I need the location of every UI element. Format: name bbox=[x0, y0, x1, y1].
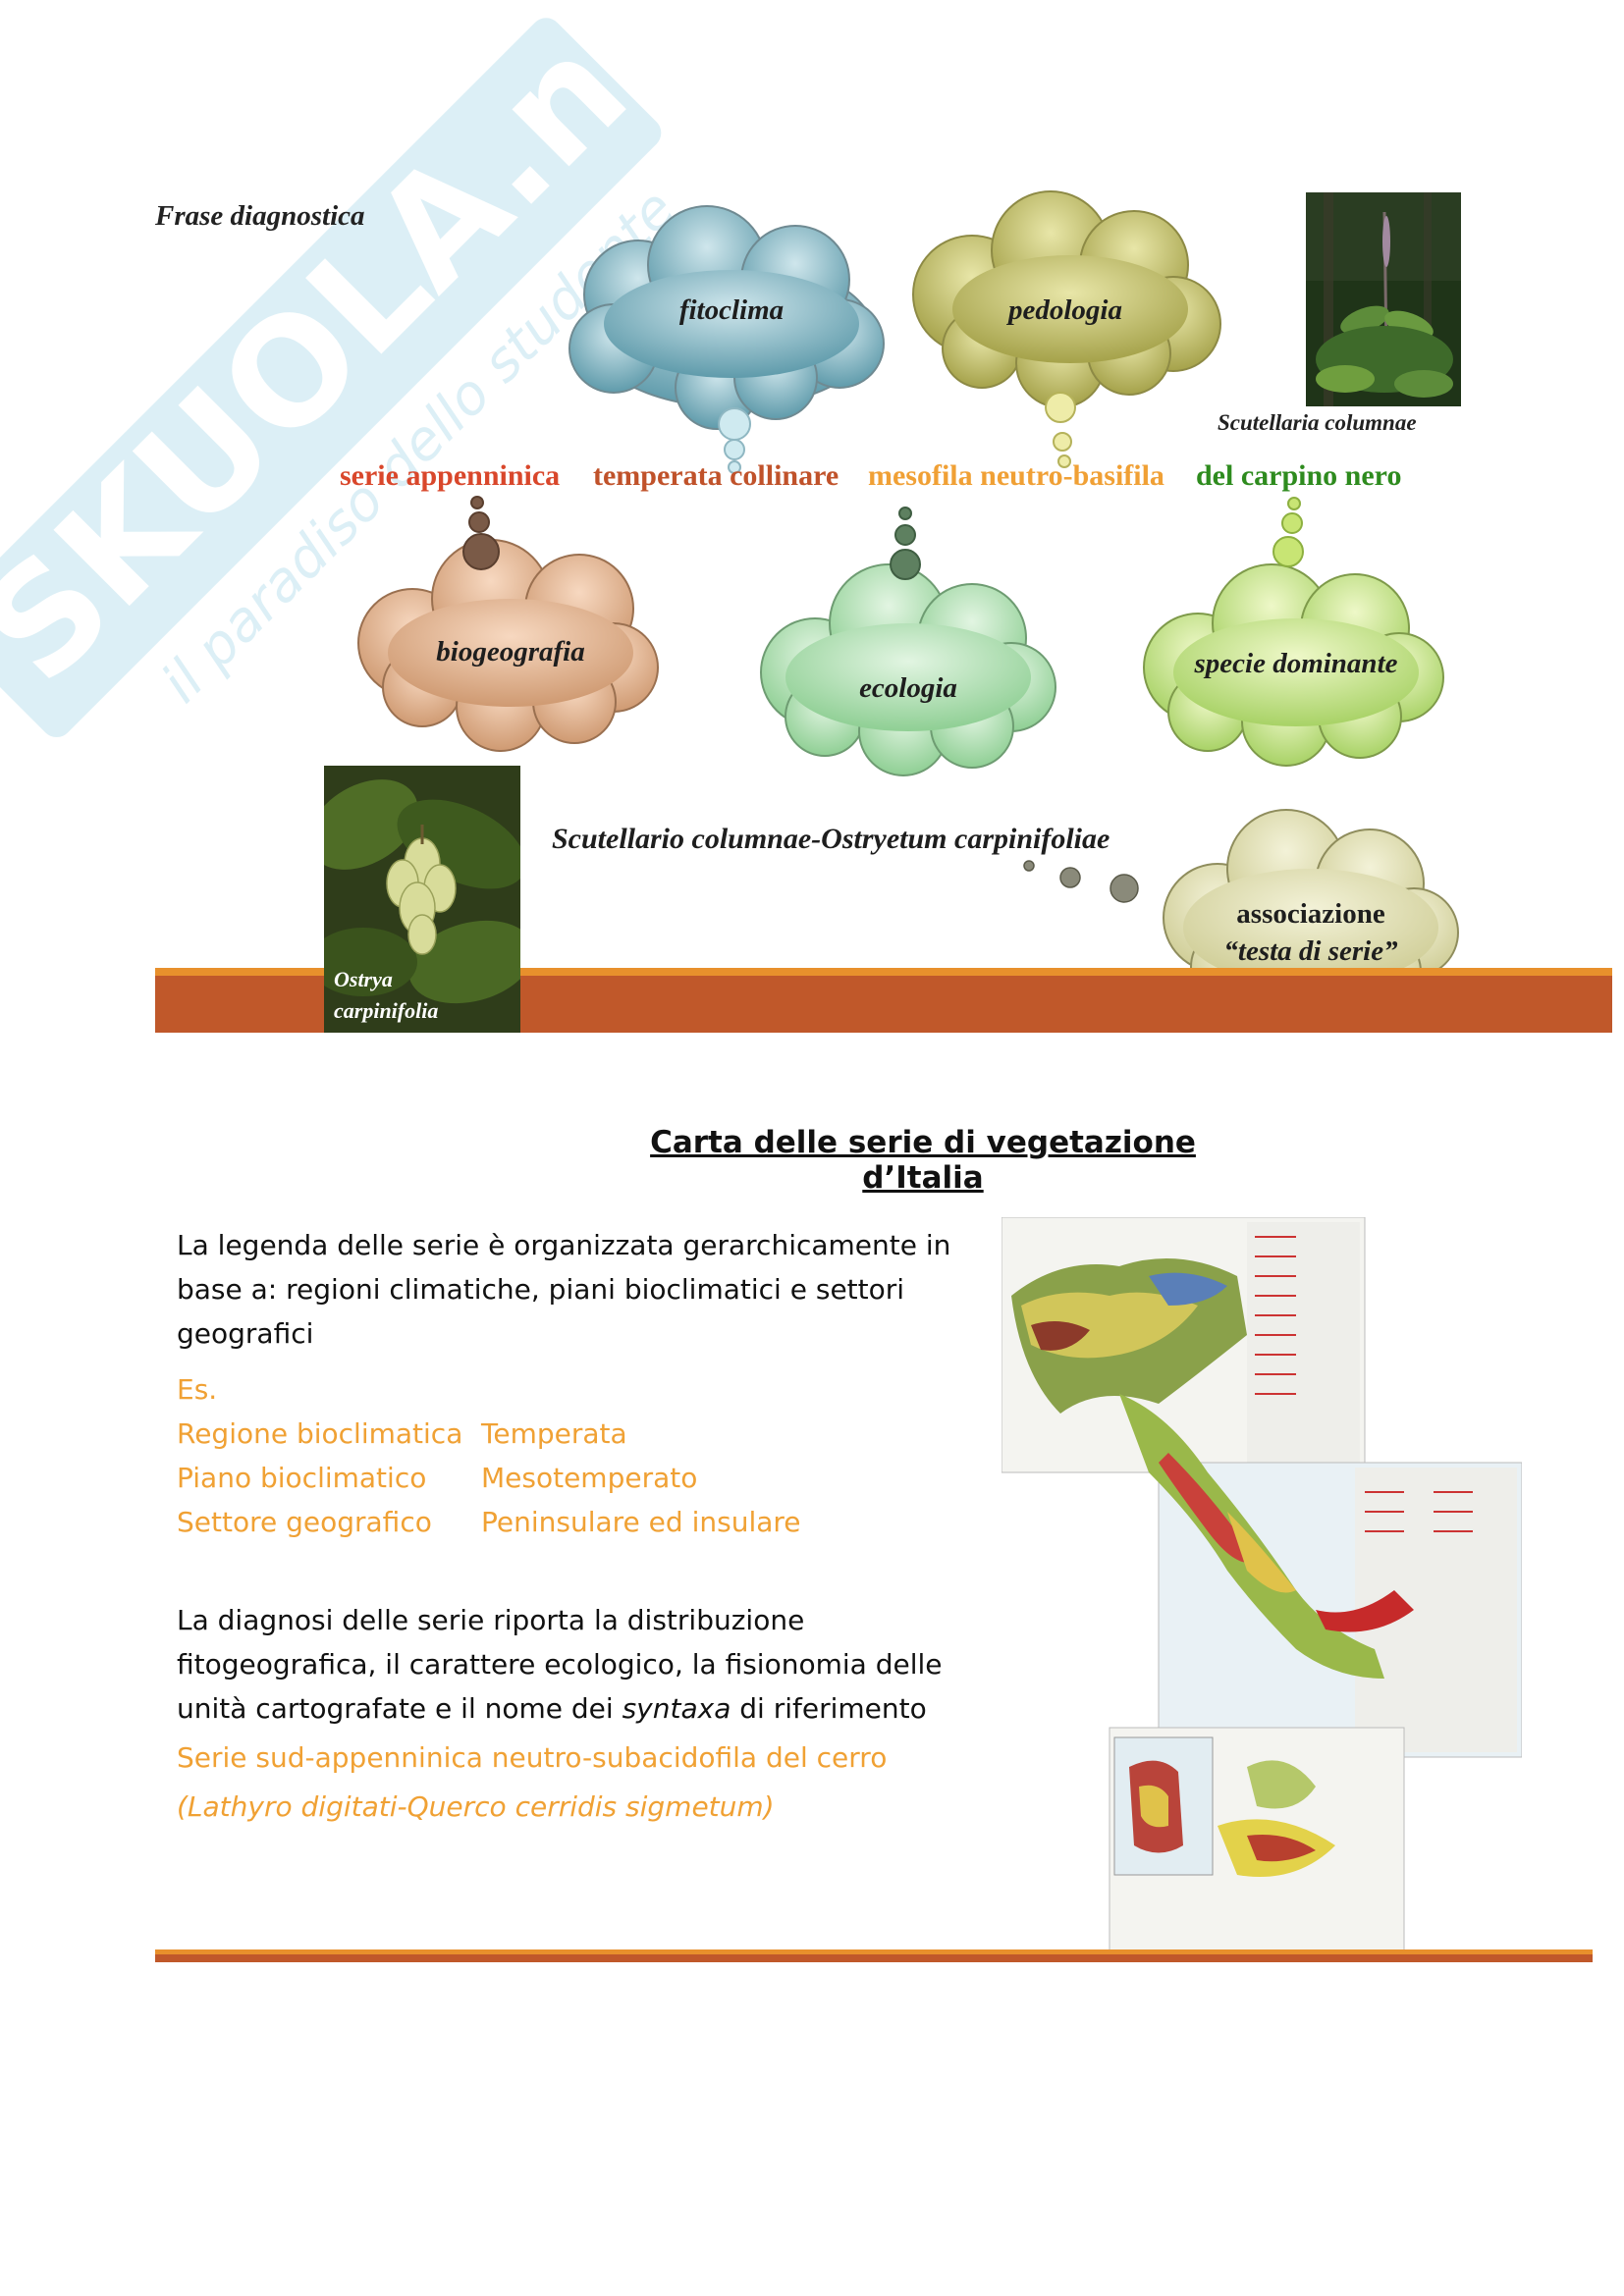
cloud-label-fitoclima: fitoclima bbox=[678, 294, 785, 326]
slide2-band bbox=[155, 1954, 1593, 1962]
example-label: Es. bbox=[177, 1373, 218, 1406]
para2-line3: unità cartografate e il nome dei syntaxa… bbox=[177, 1686, 943, 1731]
slide2-title: Carta delle serie di vegetazione d’Itali… bbox=[650, 1125, 1196, 1196]
slide1-heading: Frase diagnostica bbox=[155, 200, 365, 232]
phrase-temperata-collinare: temperata collinare bbox=[593, 459, 839, 492]
association-name: Scutellario columnae-Ostryetum carpinifo… bbox=[552, 823, 1110, 855]
example2-line1: Serie sud-appenninica neutro-subacidofil… bbox=[177, 1741, 888, 1774]
phrase-del-carpino-nero: del carpino nero bbox=[1196, 459, 1402, 492]
cloud-label-pedologia: pedologia bbox=[1008, 294, 1122, 326]
diagnostic-phrase: serie appenninica temperata collinare me… bbox=[0, 459, 1624, 499]
phrase-mesofila-neutro-basifila: mesofila neutro-basifila bbox=[868, 459, 1164, 492]
example-key-1: Regione bioclimatica bbox=[177, 1417, 463, 1450]
cloud-label-biogeografia: biogeografia bbox=[436, 636, 585, 667]
cloud-label-specie-dominante: specie dominante bbox=[1194, 648, 1398, 679]
phrase-serie-appenninica: serie appenninica bbox=[340, 459, 561, 492]
para1-line3: geografici bbox=[177, 1317, 314, 1350]
vegetation-map-image bbox=[1001, 1217, 1522, 1953]
slide2-band-top bbox=[155, 1949, 1593, 1954]
para2-line3-post: di riferimento bbox=[731, 1692, 927, 1725]
slide1-band-top bbox=[155, 968, 1612, 976]
scutellaria-caption: Scutellaria columnae bbox=[1218, 410, 1417, 435]
ostrya-caption-line2: carpinifolia bbox=[334, 998, 439, 1023]
para2-line2: fitogeografica, il carattere ecologico, … bbox=[177, 1648, 943, 1681]
cloud-label-ecologia: ecologia bbox=[859, 672, 957, 704]
example-value-1: Temperata bbox=[481, 1417, 627, 1450]
ostrya-caption-line1: Ostrya bbox=[334, 967, 393, 991]
para1-line1: La legenda delle serie è organizzata ger… bbox=[177, 1229, 951, 1261]
para1-line2: base a: regioni climatiche, piani biocli… bbox=[177, 1273, 905, 1306]
example-key-2: Piano bioclimatico bbox=[177, 1462, 427, 1494]
example-value-3: Peninsulare ed insulare bbox=[481, 1506, 801, 1538]
example-key-3: Settore geografico bbox=[177, 1506, 432, 1538]
example2-line2: (Lathyro digitati-Querco cerridis sigmet… bbox=[177, 1790, 775, 1823]
thought-clouds bbox=[357, 190, 1459, 1027]
para2-line3-syntaxa: syntaxa bbox=[622, 1692, 731, 1725]
para2-line1: La diagnosi delle serie riporta la distr… bbox=[177, 1604, 805, 1636]
cloud-label-associazione: associazione bbox=[1236, 898, 1385, 930]
example-value-2: Mesotemperato bbox=[481, 1462, 698, 1494]
slide2-paragraph2: La diagnosi delle serie riporta la distr… bbox=[177, 1598, 943, 1731]
cloud-label-testa-di-serie: “testa di serie” bbox=[1223, 935, 1398, 967]
scutellaria-photo bbox=[1306, 192, 1461, 406]
para2-line3-pre: unità cartografate e il nome dei bbox=[177, 1692, 623, 1725]
slide2-paragraph1: La legenda delle serie è organizzata ger… bbox=[177, 1223, 950, 1356]
ostrya-caption: Ostrya carpinifolia bbox=[334, 964, 438, 1027]
ostrya-photo bbox=[324, 766, 520, 1033]
